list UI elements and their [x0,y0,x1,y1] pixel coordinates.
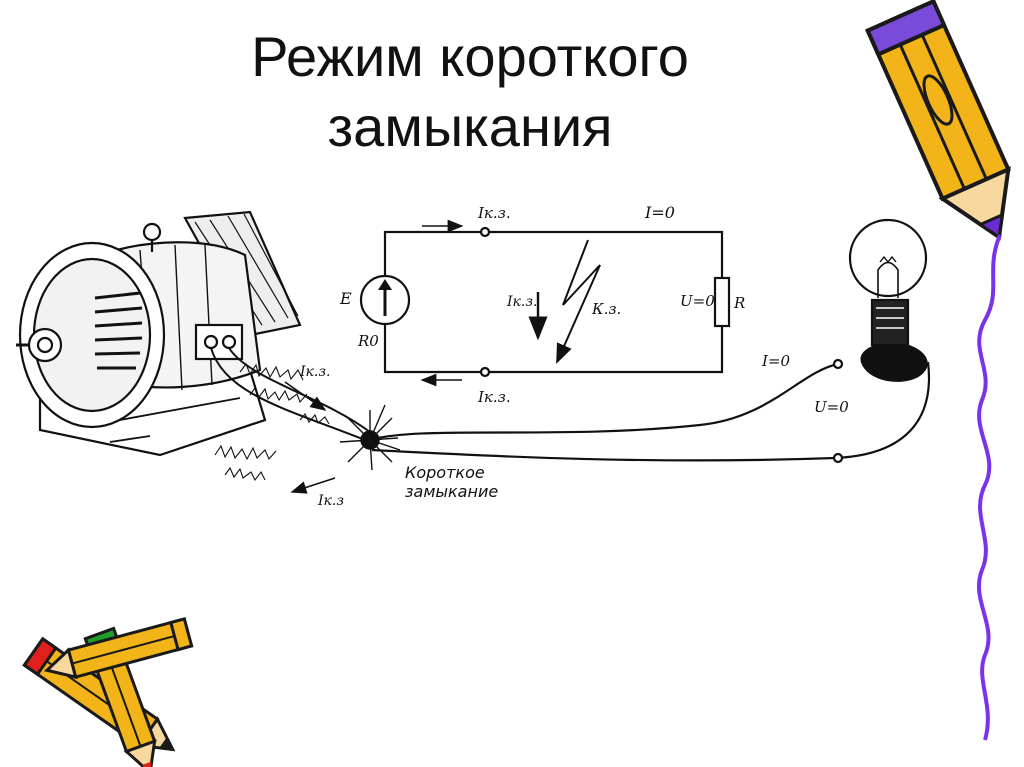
schematic-labels: Iк.з. Iк.з. I=0 E R0 Iк.з. К.з. U=0 R [339,203,745,406]
label-load-resistance: R [733,294,745,312]
circuit-schematic [359,219,731,387]
label-current-zero: I=0 [644,203,675,222]
label-emf: E [339,289,352,308]
pencil-icon [865,0,1011,241]
label-lamp-current: I=0 [761,352,790,370]
wavy-decor-line [976,234,1002,741]
motor-wires [210,347,371,441]
label-spark-current-bottom: Iк.з [317,493,344,509]
caption-line-2: замыкание [405,482,498,501]
pencil-icon [43,617,194,680]
label-load-voltage: U=0 [680,292,715,310]
label-short: К.з. [591,300,621,318]
arrow-spark-current-top [284,381,327,411]
arrow-spark-current-bottom [290,477,336,494]
lamp-wires [369,358,931,464]
caption-line-1: Короткое [405,463,485,482]
label-short-current: Iк.з. [506,294,537,310]
wire-sparks [214,362,330,482]
label-spark-current-top: Iк.з. [299,364,330,380]
emf-arrow-head [378,279,392,290]
terminal-bottom [479,366,491,378]
load-resistor [713,276,731,328]
spark-icon [339,404,401,471]
motor-eye-bolt [142,222,162,242]
terminal-top [479,226,491,238]
title-line-1: Режим короткого [251,25,689,88]
title-line-2: замыкания [327,95,613,158]
motor-icon [16,210,302,457]
label-internal-resistance: R0 [357,332,379,350]
label-current-bottom: Iк.з. [477,388,511,406]
short-circuit-bolt [556,239,601,364]
slide-title: Режим короткого замыкания [150,22,790,162]
label-lamp-voltage: U=0 [814,398,849,416]
circuit-wire [383,230,724,374]
label-current-top: Iк.з. [477,204,511,222]
lamp-icon [848,218,928,382]
